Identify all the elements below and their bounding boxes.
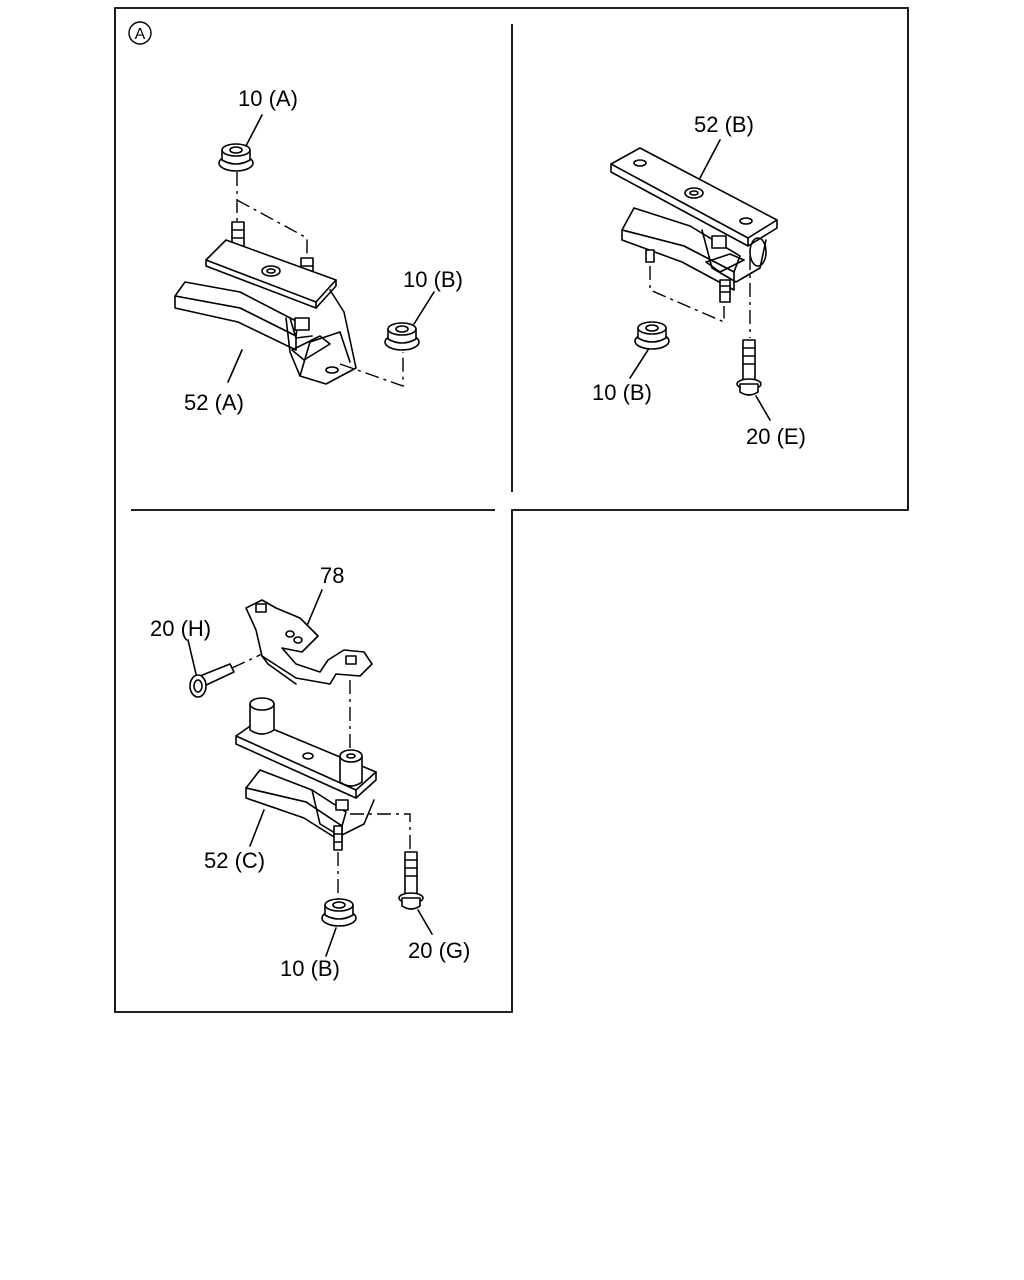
- leader-78: [305, 589, 323, 629]
- leader-10b: [325, 927, 337, 957]
- label-20h: 20 (H): [150, 616, 211, 641]
- label-10b: 10 (B): [280, 956, 340, 981]
- engine-mount-52a-icon: [174, 239, 357, 385]
- flange-bolt-20g-icon: [398, 851, 424, 910]
- panel-top-left: 10 (A): [174, 86, 463, 415]
- svg-text:A: A: [135, 26, 146, 43]
- engine-mount-52c-icon: [235, 697, 377, 851]
- leader-20e: [755, 395, 771, 421]
- leader-10b: [629, 349, 649, 379]
- engine-mount-52b-icon: [610, 147, 778, 303]
- panel-top-right: 52 (B): [592, 112, 806, 449]
- leader-10b: [413, 291, 435, 325]
- flange-bolt-20e-icon: [736, 339, 762, 396]
- label-78: 78: [320, 563, 344, 588]
- assembly-line: [236, 199, 308, 258]
- label-20e: 20 (E): [746, 424, 806, 449]
- flange-nut-10b-icon: [321, 898, 357, 927]
- label-10b: 10 (B): [592, 380, 652, 405]
- leader-20h: [187, 639, 197, 675]
- label-52a: 52 (A): [184, 390, 244, 415]
- flange-nut-10b-icon: [634, 321, 670, 350]
- label-10a: 10 (A): [238, 86, 298, 111]
- flange-nut-10a-icon: [218, 143, 254, 172]
- assembly-line: [339, 352, 404, 387]
- label-20g: 20 (G): [408, 938, 470, 963]
- leader-52c: [249, 809, 265, 847]
- flange-nut-10b-icon: [384, 322, 420, 351]
- view-marker: A: [128, 21, 152, 45]
- leader-52b: [699, 139, 721, 179]
- assembly-line: [350, 813, 411, 850]
- diagram-frame: [114, 7, 909, 1013]
- leader-52a: [227, 349, 243, 383]
- label-10b: 10 (B): [403, 267, 463, 292]
- assembly-line: [231, 653, 263, 669]
- leader-20g: [417, 909, 433, 935]
- panel-bottom-left: 78 20 (H): [150, 563, 470, 981]
- label-52c: 52 (C): [204, 848, 265, 873]
- bracket-78-icon: [245, 599, 373, 685]
- leader-10a: [245, 114, 263, 147]
- assembly-line: [649, 266, 725, 324]
- flange-bolt-20h-icon: [189, 663, 235, 698]
- label-52b: 52 (B): [694, 112, 754, 137]
